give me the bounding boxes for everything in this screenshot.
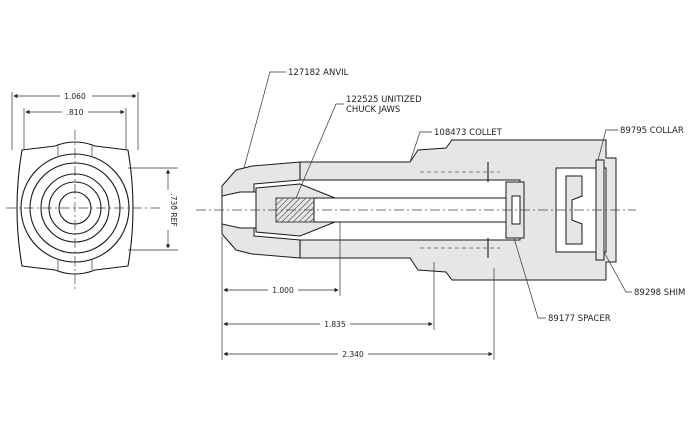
end-view-ring-3	[40, 173, 110, 243]
end-view-bore	[58, 191, 92, 225]
callout-spacer: 89177 SPACER	[548, 314, 611, 324]
leader-collet	[409, 131, 432, 163]
collar-insert	[565, 175, 583, 245]
end-view-ring-1	[20, 153, 130, 263]
end-view: 1.060 .810 .730 REF	[6, 90, 180, 290]
dim-text-730-ref: .730 REF	[169, 193, 178, 226]
leader-collar	[597, 129, 618, 161]
callouts: 127182 ANVIL 122525 UNITIZED CHUCK JAWS …	[243, 68, 685, 324]
callout-collar: 89795 COLLAR	[620, 126, 684, 136]
end-view-ring-2	[29, 162, 121, 254]
dim-text-810: .810	[67, 108, 84, 117]
end-view-outer-profile	[16, 141, 134, 275]
dim-text-1060: 1.060	[64, 92, 86, 101]
dim-bg	[338, 349, 368, 359]
section-view	[196, 139, 636, 281]
dim-bg	[320, 319, 350, 329]
leader-anvil	[243, 71, 286, 169]
leader-spacer	[513, 237, 546, 319]
dim-text-1835: 1.835	[324, 320, 346, 329]
dim-bg	[62, 106, 88, 117]
length-dimensions: 1.000 1.835 2.340	[221, 222, 495, 360]
callout-chuck-jaws-line2: CHUCK JAWS	[346, 105, 400, 115]
callout-shim: 89298 SHIM	[634, 288, 685, 298]
dim-bg	[268, 285, 298, 295]
dim-bg	[162, 190, 174, 230]
dim-text-1000: 1.000	[272, 286, 294, 295]
end-view-ring-4	[48, 181, 102, 235]
callout-chuck-jaws-line1: 122525 UNITIZED	[346, 95, 422, 105]
callout-anvil: 127182 ANVIL	[288, 68, 349, 78]
leader-chuck-jaws	[295, 103, 344, 199]
leader-shim	[603, 251, 632, 293]
dim-text-2340: 2.340	[342, 350, 364, 359]
dim-bg	[60, 90, 92, 101]
callout-collet: 108473 COLLET	[434, 128, 503, 138]
